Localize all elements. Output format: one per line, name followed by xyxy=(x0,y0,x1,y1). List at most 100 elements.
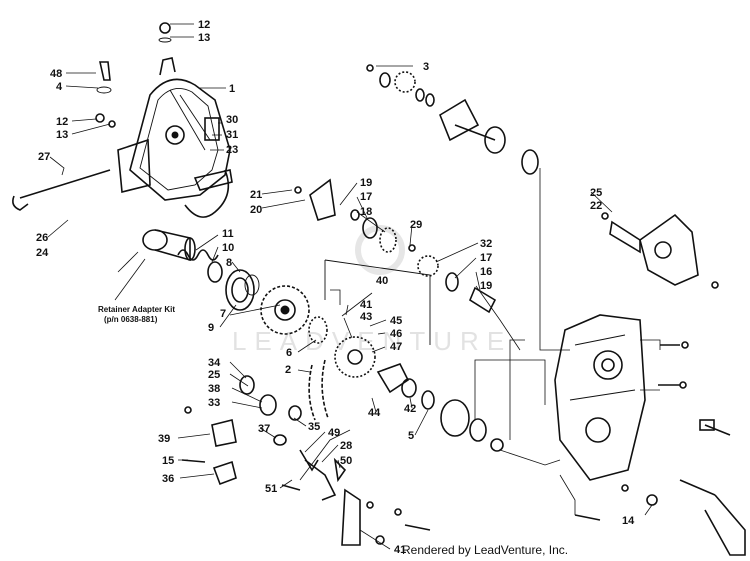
callout-12: 12 xyxy=(198,19,210,31)
seal-ring xyxy=(521,149,539,175)
callout-28: 28 xyxy=(340,440,352,452)
callout-38: 38 xyxy=(208,383,220,395)
callout-50: 50 xyxy=(340,455,352,467)
callout-47: 47 xyxy=(390,341,402,353)
shaft-end xyxy=(704,494,746,556)
bolt-right-1 xyxy=(704,424,731,436)
callout-3: 3 xyxy=(423,61,429,73)
gear-6 xyxy=(308,316,328,344)
callout-7: 7 xyxy=(220,308,226,320)
lever-36 xyxy=(212,460,237,486)
washer-5 xyxy=(421,390,435,410)
bushing-34 xyxy=(239,375,255,395)
callout-34: 34 xyxy=(208,357,221,369)
callout-23: 23 xyxy=(226,144,238,156)
callout-42: 42 xyxy=(404,403,416,415)
watermark-text: LEADVENTURE xyxy=(232,326,512,356)
callout-19: 19 xyxy=(360,177,372,189)
sprocket-7 xyxy=(260,285,310,335)
callout-17b: 17 xyxy=(480,252,492,264)
spring-11 xyxy=(177,249,219,261)
callout-6: 6 xyxy=(286,347,292,359)
cam-plate xyxy=(376,363,410,394)
callout-4: 4 xyxy=(56,81,63,93)
callout-46: 46 xyxy=(390,328,402,340)
bracket-20 xyxy=(309,178,336,221)
callouts: 12 13 48 4 1 12 13 30 31 23 27 2 6 24 3 2… xyxy=(36,19,635,556)
bracket-30 xyxy=(204,117,220,141)
spring-49 xyxy=(299,449,319,472)
callout-36: 36 xyxy=(162,473,174,485)
main-gearcase xyxy=(554,314,646,481)
chain-2 xyxy=(308,359,329,421)
callout-8: 8 xyxy=(226,257,232,269)
block-39 xyxy=(211,419,237,447)
bushing-17 xyxy=(445,272,459,292)
kit-note-title: Retainer Adapter Kit xyxy=(98,305,175,314)
callout-13: 13 xyxy=(198,32,210,44)
callout-51: 51 xyxy=(265,483,277,495)
callout-37: 37 xyxy=(258,423,270,435)
shift-rod xyxy=(19,169,111,199)
callout-11: 11 xyxy=(222,228,234,240)
callout-44: 44 xyxy=(368,407,381,419)
retainer-kit-note: Retainer Adapter Kit (p/n 0638-881) xyxy=(98,305,175,324)
callout-39: 39 xyxy=(158,433,170,445)
bolt-lower xyxy=(574,514,601,521)
callout-14: 14 xyxy=(622,515,635,527)
callout-18: 18 xyxy=(360,206,372,218)
bearing-cup xyxy=(484,126,506,154)
callout-41: 41 xyxy=(360,299,372,311)
bracket-23 xyxy=(193,169,233,191)
callout-10: 10 xyxy=(222,242,234,254)
bolt-right-2 xyxy=(679,479,716,496)
callout-41b: 41 xyxy=(394,544,406,556)
sprocket-32 xyxy=(417,255,439,277)
callout-17: 17 xyxy=(360,191,372,203)
callout-27: 27 xyxy=(38,151,50,163)
callout-9: 9 xyxy=(208,322,214,334)
callout-5: 5 xyxy=(408,430,414,442)
callout-25: 25 xyxy=(590,187,602,199)
callout-25b: 25 xyxy=(208,369,220,381)
cover-housing xyxy=(117,57,231,201)
gear-43 xyxy=(334,336,376,378)
bushing-35 xyxy=(288,405,302,421)
footer-credit: Rendered by LeadVenture, Inc. xyxy=(402,543,568,557)
callout-40: 40 xyxy=(376,275,388,287)
flange xyxy=(439,98,480,142)
callout-12b: 12 xyxy=(56,116,68,128)
bushing-33 xyxy=(259,394,277,416)
callout-20: 20 xyxy=(250,204,262,216)
callout-19b: 19 xyxy=(480,280,492,292)
roller-37 xyxy=(273,434,287,446)
callout-1: 1 xyxy=(229,83,235,95)
callout-33: 33 xyxy=(208,397,220,409)
callout-48: 48 xyxy=(50,68,62,80)
callout-2: 2 xyxy=(285,364,291,376)
callout-16: 16 xyxy=(480,266,492,278)
clip-50 xyxy=(333,457,347,483)
callout-13b: 13 xyxy=(56,129,68,141)
bearing-8 xyxy=(225,269,260,311)
nut-14 xyxy=(646,494,658,506)
callout-15: 15 xyxy=(162,455,174,467)
plate-22 xyxy=(609,213,699,286)
bushing-19 xyxy=(362,217,378,239)
callout-22: 22 xyxy=(590,200,602,212)
callout-43: 43 xyxy=(360,311,372,323)
bearing-44 xyxy=(401,378,417,398)
callout-29: 29 xyxy=(410,219,422,231)
callout-30: 30 xyxy=(226,114,238,126)
knob-48 xyxy=(99,61,111,81)
callout-24: 24 xyxy=(36,247,49,259)
callout-31: 31 xyxy=(226,129,238,141)
callout-21: 21 xyxy=(250,189,262,201)
callout-35: 35 xyxy=(308,421,320,433)
callout-32: 32 xyxy=(480,238,492,250)
callout-49: 49 xyxy=(328,427,340,439)
gear-18 xyxy=(379,227,397,253)
spacer-16 xyxy=(469,286,497,314)
belt xyxy=(184,169,230,218)
